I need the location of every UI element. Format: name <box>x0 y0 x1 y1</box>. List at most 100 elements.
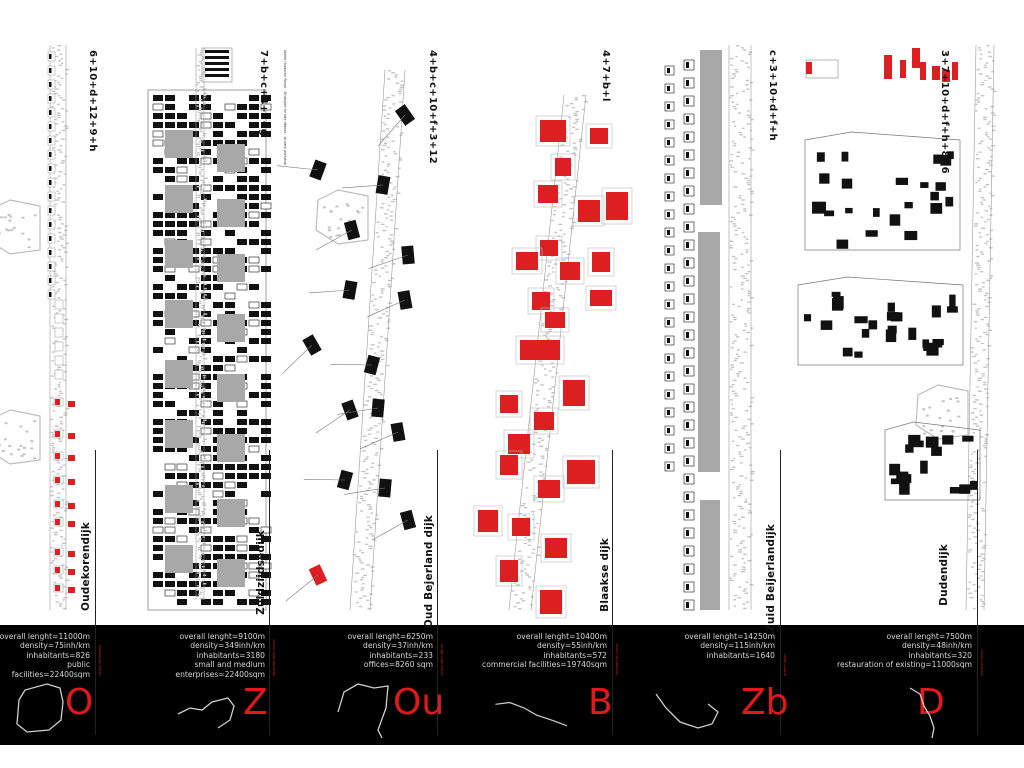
dike-ribbon-dot <box>57 366 62 369</box>
dike-ribbon-dot <box>748 447 752 449</box>
dike-ribbon-dot <box>196 453 201 455</box>
house-mark <box>667 464 670 469</box>
dike-ribbon-dot <box>378 360 381 363</box>
block-building <box>201 518 211 524</box>
house-mark <box>686 62 689 68</box>
dike-ribbon-dot <box>734 229 738 232</box>
dike-ribbon-dot <box>563 176 567 178</box>
dike-ribbon-dot <box>369 533 374 535</box>
dike-ribbon-dot <box>398 92 402 95</box>
block-building <box>249 176 259 182</box>
dike-ribbon-dot <box>198 370 202 373</box>
dike-ribbon-dot <box>733 523 737 525</box>
dike-ribbon-dot <box>55 460 60 462</box>
dike-ribbon-dot <box>528 588 532 590</box>
dike-ribbon-dot <box>981 373 985 375</box>
dike-ribbon-dot <box>979 599 983 601</box>
dike-ribbon-dot <box>733 529 737 531</box>
block-building <box>177 356 187 362</box>
cluster-building <box>949 294 956 308</box>
dike-ribbon-dot <box>203 529 208 532</box>
dike-ribbon-dot <box>986 323 989 325</box>
block-building <box>213 122 223 128</box>
block-building <box>249 437 259 443</box>
dike-ribbon-dot <box>988 247 993 249</box>
dike-ribbon-dot <box>980 251 983 253</box>
dike-ribbon-dot <box>383 142 388 145</box>
dike-ribbon-dot <box>732 520 737 523</box>
block-building <box>260 562 272 570</box>
dike-ribbon-dot <box>570 227 575 230</box>
dike-ribbon-dot <box>741 427 746 429</box>
dike-ribbon-dot <box>387 165 390 167</box>
dike-ribbon-dot <box>375 452 379 454</box>
village-outline <box>0 409 41 465</box>
dike-ribbon-dot <box>527 544 532 547</box>
dike-ribbon-dot <box>354 591 358 593</box>
cluster-building <box>887 302 895 312</box>
block-building <box>153 428 163 434</box>
dike-ribbon-dot <box>980 84 984 86</box>
cluster-building <box>908 327 917 340</box>
dike-ribbon-dot <box>196 84 199 86</box>
dike-ribbon-dot <box>203 313 208 315</box>
dike-ribbon-dot <box>745 249 749 251</box>
block-building <box>164 589 176 597</box>
dike-ribbon-dot <box>62 499 65 501</box>
dike-ribbon-dot <box>730 64 733 66</box>
dike-ribbon-dot <box>392 248 396 251</box>
dike-ribbon-dot <box>374 437 379 440</box>
dike-ribbon-dot <box>553 205 556 208</box>
cluster-building <box>854 316 868 324</box>
dike-ribbon-dot <box>366 564 371 566</box>
dike-ribbon-dot <box>369 526 373 529</box>
dike-ribbon-dot <box>385 271 389 273</box>
dike-ribbon-dot <box>200 466 204 468</box>
house-mark <box>667 158 670 163</box>
block-building <box>153 509 163 515</box>
village-outline <box>915 384 969 440</box>
dike-ribbon-dot <box>373 491 376 494</box>
dike-ribbon-dot <box>201 262 204 264</box>
dike-ribbon-dot <box>984 221 987 223</box>
house-mark <box>686 170 689 176</box>
block-building <box>213 365 223 371</box>
block-building <box>177 293 187 299</box>
dike-ribbon-dot <box>56 190 59 192</box>
dike-ribbon-dot <box>202 126 205 128</box>
block-building <box>152 130 164 138</box>
dike-ribbon-dot <box>750 423 754 425</box>
dike-ribbon-dot <box>379 207 384 209</box>
dike-ribbon-dot <box>974 327 977 329</box>
dike-ribbon-dot <box>362 435 367 437</box>
dike-ribbon-dot <box>198 69 201 71</box>
block-building <box>213 482 223 488</box>
dike-ribbon-dot <box>575 118 580 121</box>
dike-ribbon-dot <box>547 285 552 287</box>
dike-ribbon-dot <box>196 340 200 343</box>
cluster-building <box>831 291 841 297</box>
grey-courtyard <box>217 559 245 587</box>
dike-ribbon-dot <box>971 566 974 568</box>
dike-ribbon-dot <box>202 574 207 576</box>
dike-ribbon-dot <box>52 540 55 542</box>
block-building <box>189 590 199 596</box>
block-building <box>213 131 223 137</box>
village-dot <box>327 229 331 232</box>
dike-ribbon-dot <box>536 554 541 556</box>
block-building <box>213 176 223 182</box>
dike-ribbon-dot <box>59 466 63 468</box>
dike-ribbon-dot <box>199 52 203 54</box>
dike-ribbon-dot <box>557 192 560 194</box>
dike-ribbon-dot <box>514 594 518 596</box>
dike-ribbon-dot <box>973 512 978 514</box>
dike-ribbon-dot <box>572 142 576 144</box>
dike-ribbon-dot <box>980 575 983 577</box>
block-building <box>261 185 271 191</box>
block-building <box>201 383 211 389</box>
dike-ribbon-dot <box>381 259 384 261</box>
block-building <box>201 329 211 335</box>
dike-ribbon-dot <box>200 366 204 368</box>
red-intervention <box>55 519 60 525</box>
dike-ribbon-dot <box>747 179 750 182</box>
